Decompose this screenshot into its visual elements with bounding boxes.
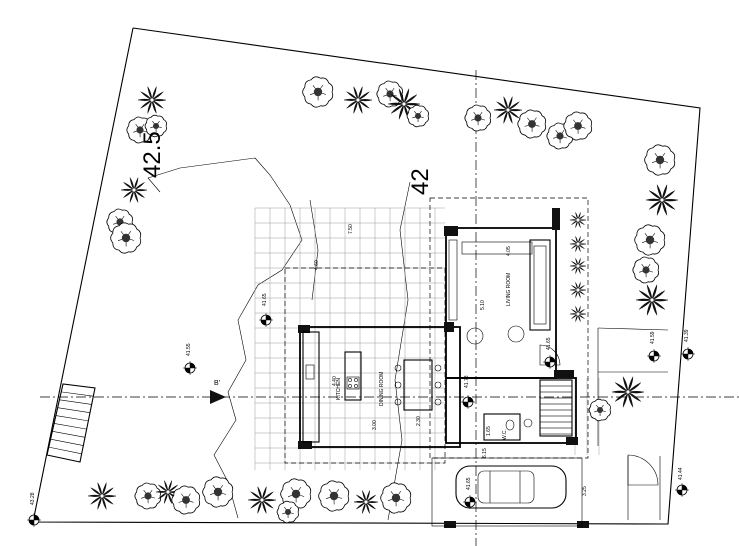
level-mark-label: 43.28 — [30, 492, 36, 505]
level-marker-icon — [647, 349, 661, 363]
tree-icon — [144, 114, 167, 138]
tv-cabinet — [448, 239, 458, 321]
tree-icon — [563, 111, 593, 141]
dimension-label: 4.05 — [506, 246, 512, 256]
tree-icon — [134, 482, 162, 510]
level-marker-icon — [463, 495, 477, 509]
level-mark-label: 41.55 — [186, 343, 192, 356]
tree-icon — [644, 144, 676, 176]
terrace-outline — [284, 267, 446, 464]
level-marker-icon — [259, 313, 273, 327]
level-mark-label: 41.78 — [464, 375, 470, 388]
parking-area — [431, 457, 583, 527]
armchair — [507, 325, 525, 343]
tree-icon — [464, 104, 492, 132]
level-mark-label: 41.59 — [650, 331, 656, 344]
tree-icon — [517, 109, 547, 139]
wc-room — [483, 413, 521, 441]
palm-tree-icon — [493, 96, 523, 124]
level-mark-label: 41.65 — [466, 477, 472, 490]
palm-tree-icon — [611, 376, 645, 408]
palm-tree-icon — [645, 184, 679, 216]
tree-icon — [380, 482, 412, 514]
level-markers — [27, 313, 695, 527]
tree-icon — [406, 104, 429, 128]
staircase — [539, 379, 573, 437]
kitchen-counter — [302, 331, 320, 443]
level-marker-icon — [543, 355, 557, 369]
tree-icon — [202, 476, 234, 508]
toilet-icon — [505, 419, 515, 431]
dimension-label: 2.30 — [416, 416, 422, 426]
palm-tree-icon — [343, 86, 373, 114]
level-marker-icon — [675, 483, 689, 497]
room-label-wc: W.C. — [502, 429, 508, 440]
dimension-label: 4.40 — [332, 376, 338, 386]
dimension-label: 1.65 — [486, 426, 492, 436]
contour-label: 42.5 — [139, 131, 166, 178]
site-boundary — [32, 27, 701, 525]
section-marker: B' — [210, 380, 226, 404]
level-marker-icon — [27, 513, 41, 527]
armchair — [466, 327, 484, 345]
dimension-label: 3.25 — [582, 486, 588, 496]
room-label-kitchen: KITCHEN — [336, 378, 342, 400]
contour-line — [387, 181, 411, 521]
palm-tree-icon — [569, 282, 587, 298]
washbasin-icon — [523, 418, 533, 428]
tree-icon — [318, 480, 350, 512]
tree-icon — [376, 80, 404, 108]
tree-icon — [302, 76, 334, 108]
room-label-living: LIVING ROOM — [506, 273, 512, 306]
level-marker-icon — [461, 395, 475, 409]
sofa — [461, 239, 551, 331]
tree-icon — [632, 256, 660, 284]
door-swing — [627, 454, 659, 486]
dimension-label: 4.60 — [314, 260, 320, 270]
palm-tree-icon — [137, 86, 167, 114]
palm-tree-icon — [569, 258, 587, 274]
palm-tree-icon — [247, 486, 277, 514]
stove-icon — [346, 376, 360, 390]
level-marker-icon — [183, 361, 197, 375]
palm-tree-icon — [120, 177, 148, 203]
tree-icon — [634, 224, 666, 256]
level-mark-label: 41.65 — [546, 337, 552, 350]
door-swing — [539, 344, 561, 366]
car-icon — [455, 465, 567, 509]
contour-line — [309, 199, 319, 301]
palm-tree-icon — [569, 236, 587, 252]
palm-tree-icon — [387, 88, 421, 120]
house-walls — [298, 208, 589, 528]
entrance-path — [597, 327, 669, 446]
level-marker-icon — [681, 347, 695, 361]
dimension-label: 7.50 — [348, 224, 354, 234]
kitchen-island — [344, 351, 362, 401]
room-label-dining: DINING ROOM — [379, 372, 385, 406]
palm-tree-icon — [569, 212, 587, 228]
contour-line — [147, 157, 303, 519]
tree-icon — [276, 500, 299, 524]
palm-tree-icon — [87, 482, 117, 510]
palm-tree-icon — [569, 306, 587, 322]
level-mark-label: 41.39 — [684, 329, 690, 342]
tree-icon — [110, 222, 142, 254]
trees — [87, 76, 679, 524]
tree-icon — [588, 398, 611, 422]
dimension-label: 5.10 — [480, 300, 486, 310]
level-mark-label: 41.65 — [262, 293, 268, 306]
tree-icon — [171, 485, 201, 515]
dimension-label: 6.15 — [482, 448, 488, 458]
gate — [627, 456, 661, 520]
palm-tree-icon — [353, 490, 379, 514]
exterior-steps — [46, 383, 96, 463]
palm-tree-icon — [635, 284, 669, 316]
dimension-label: 3.00 — [372, 420, 378, 430]
level-mark-label: 41.44 — [678, 467, 684, 480]
section-marker-label: B' — [214, 380, 220, 387]
dining-table — [394, 359, 442, 411]
contour-label: 42 — [407, 168, 434, 195]
